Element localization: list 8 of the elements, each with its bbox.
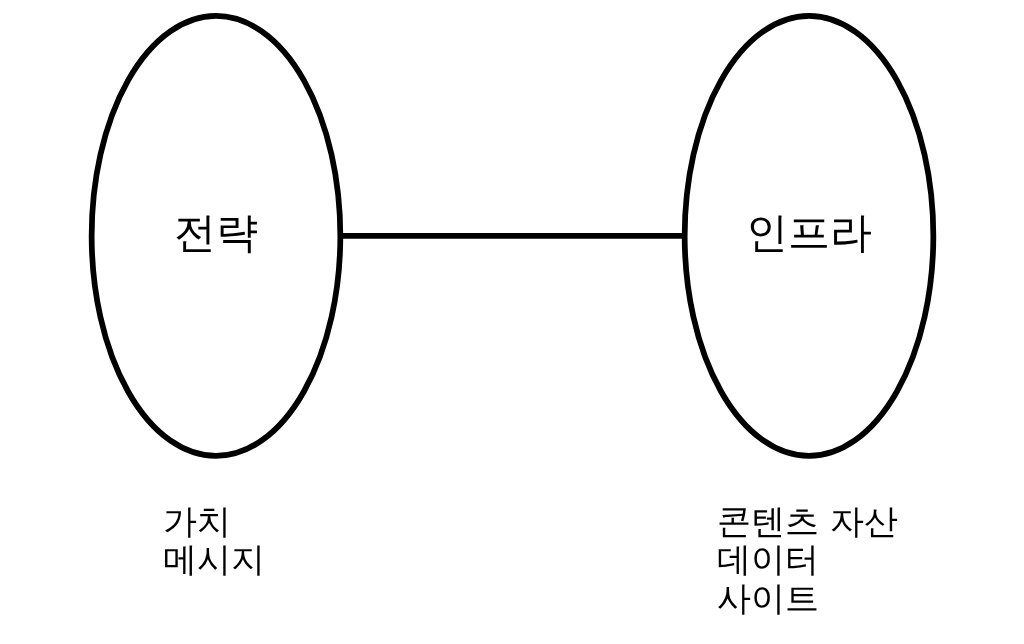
node-label: 콘텐츠 자산	[716, 501, 898, 542]
node-label: 데이터	[716, 539, 819, 580]
node-label: 메시지	[162, 539, 265, 580]
node-ellipse: 인프라	[681, 13, 936, 459]
connector	[340, 233, 684, 239]
node-label: 가치	[162, 501, 231, 542]
node-ellipse: 전략	[88, 13, 343, 459]
node-label: 사이트	[716, 577, 819, 618]
